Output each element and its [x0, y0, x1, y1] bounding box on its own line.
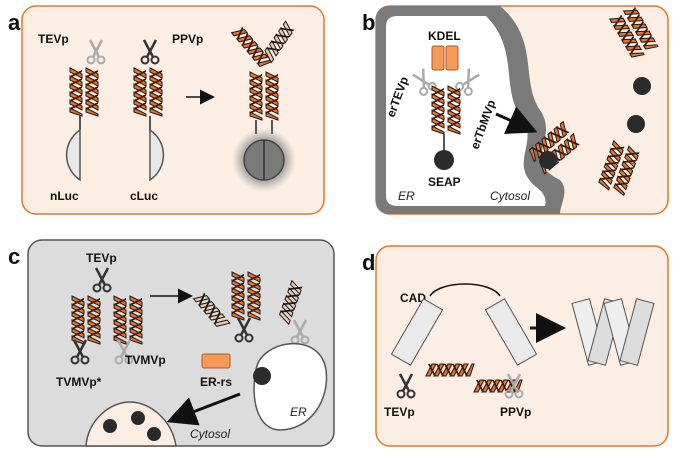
secreted-seap-3	[627, 115, 645, 133]
panel-d: d CAD TEVp PPVp	[362, 245, 669, 447]
kdel-left	[431, 45, 445, 71]
er-rs-box	[201, 353, 231, 369]
arrow-c-secretion	[166, 392, 241, 426]
panel-c-letter: c	[8, 244, 20, 269]
panel-a-letter: a	[8, 10, 21, 35]
cad-linker	[429, 283, 501, 297]
label-nluc: nLuc	[50, 189, 79, 203]
panel-d-letter: d	[362, 250, 375, 275]
label-kdel: KDEL	[428, 29, 461, 43]
seap-c-2	[131, 411, 145, 425]
secreted-seap-2	[539, 151, 557, 169]
seap-in-er-c	[253, 367, 271, 385]
label-er-b: ER	[398, 189, 415, 203]
kdel-right	[445, 45, 459, 71]
label-tevp-d: TEVp	[384, 405, 415, 419]
label-cad: CAD	[400, 291, 426, 305]
label-seap: SEAP	[428, 175, 461, 189]
seap-c-3	[147, 427, 161, 441]
panel-b: b KDEL erTEVp erTbMVp SEAP ER Cytosol	[362, 4, 669, 215]
secreted-seap-1	[633, 77, 651, 95]
label-tevp-c: TEVp	[86, 251, 117, 265]
label-ppvp-d: PPVp	[500, 405, 531, 419]
cluc-half	[149, 128, 165, 182]
cad-block-right	[484, 298, 538, 366]
reconstituted-luciferase	[232, 71, 296, 192]
er-lumen	[386, 16, 546, 206]
label-ppvp-a: PPVp	[172, 32, 203, 46]
label-tvmvp: TVMVp	[125, 353, 166, 367]
assembled-cad	[571, 298, 655, 366]
cluc-construct	[133, 38, 165, 182]
arrow-b	[495, 106, 538, 134]
panel-a: a TEVp nLuc PPVp cLuc	[8, 5, 325, 215]
label-cytosol-b: Cytosol	[490, 189, 530, 203]
label-cluc: cLuc	[130, 189, 158, 203]
nluc-construct	[65, 38, 106, 182]
nluc-half	[65, 128, 81, 182]
er-compartment-c	[253, 343, 328, 431]
seap-c-1	[103, 419, 117, 433]
cad-block-left	[390, 298, 444, 366]
label-tvmvp-star: TVMVp*	[56, 375, 102, 389]
label-er-rs: ER-rs	[200, 375, 232, 389]
label-cytosol-c: Cytosol	[190, 427, 230, 441]
seap-in-er	[434, 150, 454, 170]
panel-b-letter: b	[362, 10, 375, 35]
label-tevp-a: TEVp	[38, 32, 69, 46]
label-er-c: ER	[290, 405, 307, 419]
panel-c: c TEVp TVMVp TVMVp* ER-rs ER	[8, 239, 335, 447]
